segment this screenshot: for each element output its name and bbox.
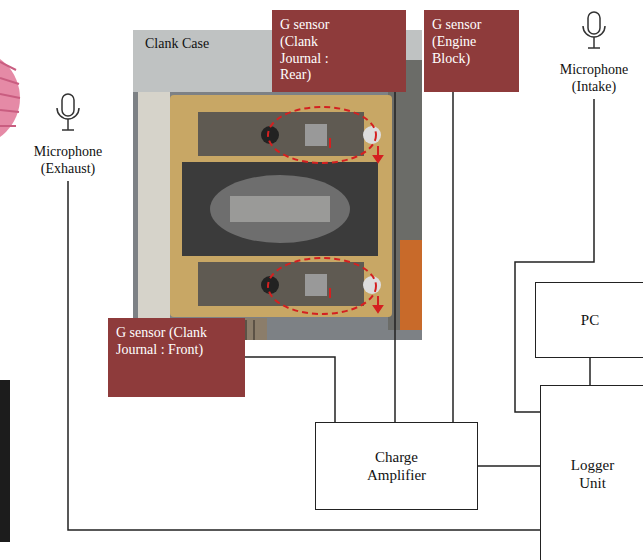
node-text: G sensor (Clank Journal : Rear) [280,17,354,84]
node-text: Microphone (Intake) [549,62,639,96]
amplifier-box: Charge Amplifier [315,422,478,510]
signal-wire [394,92,396,422]
node-text: G sensor (Engine Block) [432,17,494,67]
signal-wire [68,181,540,530]
logger-box: Logger Unit [540,385,643,560]
signal-wire [515,99,594,412]
sensor-label: G sensor (Clank Journal : Front) [108,318,245,397]
node-text: Logger Unit [567,456,619,492]
signal-wire [478,465,540,467]
node-text: PC [581,311,599,329]
microphone: Microphone (Intake) [547,10,641,96]
node-text: G sensor (Clank Journal : Front) [116,325,230,359]
signal-wire [452,92,454,422]
sensor-label: G sensor (Clank Journal : Rear) [272,10,406,92]
node-text: Microphone (Exhaust) [18,144,118,178]
pc-box: PC [535,282,643,358]
microphone: Microphone (Exhaust) [15,92,121,178]
photo-label: Clank Case [145,36,209,52]
microphone-icon [53,92,83,136]
signal-wire [245,357,335,422]
sensor-label: G sensor (Engine Block) [424,10,519,92]
node-text: Charge Amplifier [361,448,433,484]
microphone-icon [579,10,609,54]
signal-wire [589,358,591,385]
